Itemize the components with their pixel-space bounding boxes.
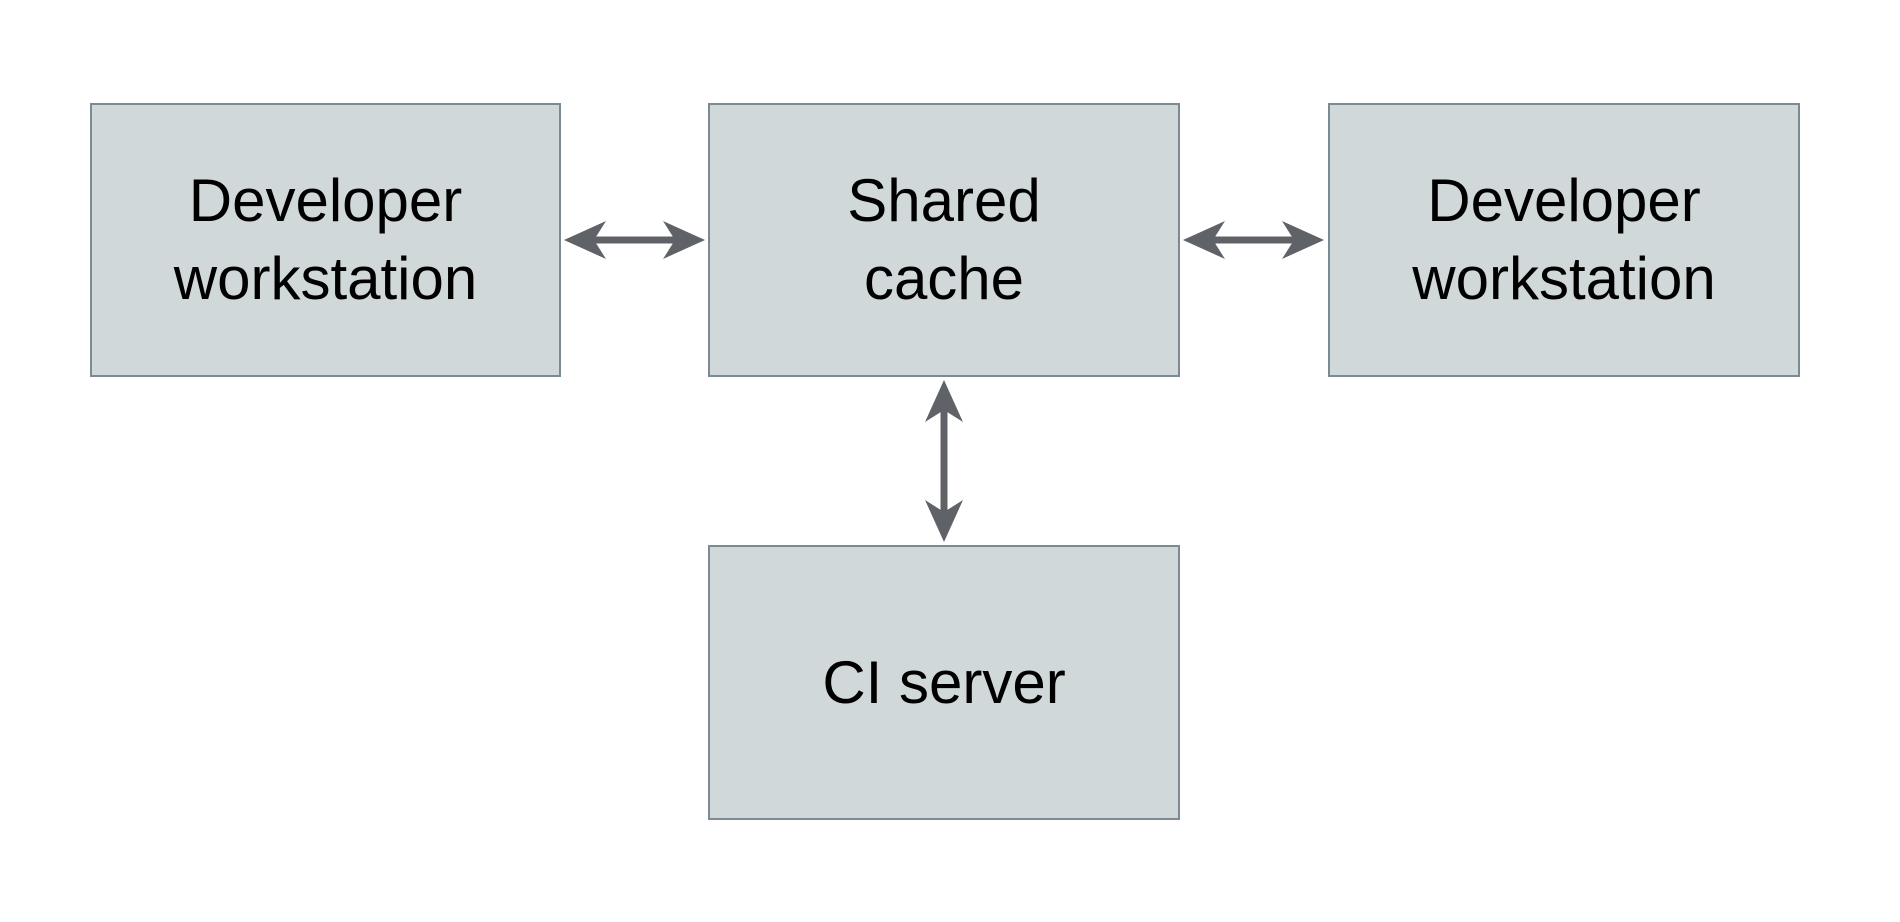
bidirectional-arrow-left-workstation-cache: [564, 221, 705, 259]
node-label-line: Developer: [1427, 167, 1701, 234]
node-label-line: Shared: [847, 167, 1041, 234]
bidirectional-arrow-cache-right-workstation: [1183, 221, 1324, 259]
node-label-line: cache: [863, 245, 1025, 312]
node-ci-server: CI server: [708, 545, 1180, 820]
node-developer-workstation-left: Developer workstation: [90, 103, 561, 377]
node-label-line: CI server: [822, 648, 1066, 716]
node-developer-workstation-right: Developer workstation: [1328, 103, 1800, 377]
node-label-line: workstation: [1412, 245, 1716, 312]
node-label-line: Developer: [188, 167, 463, 234]
node-shared-cache: Shared cache: [708, 103, 1180, 377]
bidirectional-arrow-cache-ci-server: [925, 380, 963, 542]
node-label-line: workstation: [173, 245, 478, 312]
